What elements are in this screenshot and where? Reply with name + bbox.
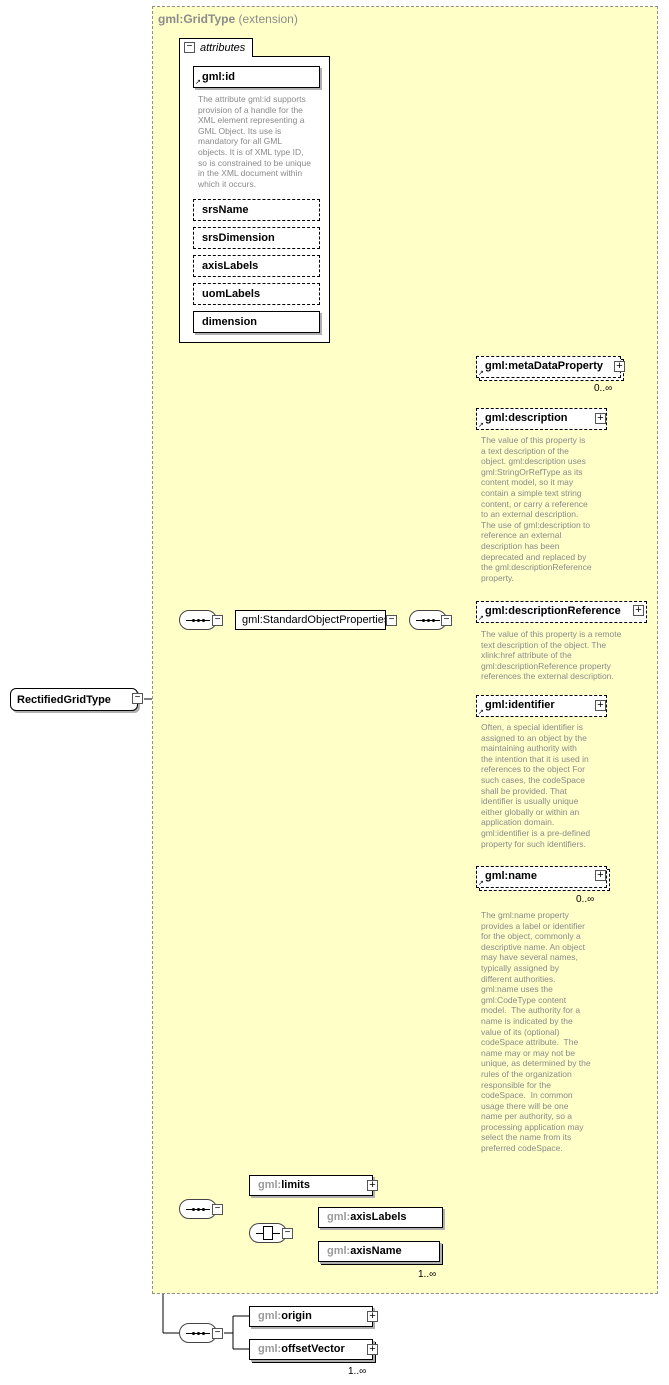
element-prefix: gml: xyxy=(327,1245,351,1257)
element-prefix: gml: xyxy=(258,1310,282,1322)
attribute-gml-id[interactable]: gml:id xyxy=(193,66,320,88)
element-descriptionreference[interactable]: gml:descriptionReference xyxy=(476,601,647,623)
cardinality-label: 0..∞ xyxy=(594,383,613,394)
element-limits[interactable]: gml:limits xyxy=(249,1175,373,1196)
sequence-dot xyxy=(202,619,205,622)
element-documentation: The value of this property is a remote t… xyxy=(481,629,622,682)
reference-arrow-icon: ↗ xyxy=(478,709,484,716)
element-name: gml:description xyxy=(485,412,568,424)
attributes-tab-label: attributes xyxy=(200,42,246,54)
attribute-srsname[interactable]: srsName xyxy=(193,199,320,221)
expand-plus-icon[interactable]: + xyxy=(633,605,644,616)
attribute-uomlabels[interactable]: uomLabels xyxy=(193,283,320,305)
sequence-compositor-icon[interactable] xyxy=(179,610,217,630)
attribute-dimension[interactable]: dimension xyxy=(193,311,320,333)
attribute-name: axisLabels xyxy=(202,260,259,272)
sequence-dot xyxy=(192,619,195,622)
expand-plus-icon[interactable]: + xyxy=(595,413,606,424)
extension-title: gml:GridType (extension) xyxy=(158,12,298,26)
cardinality-label: 1..∞ xyxy=(348,1366,367,1377)
collapse-sequence-toggle[interactable]: − xyxy=(212,615,223,626)
sequence-dot xyxy=(192,1332,195,1335)
collapse-attributes-toggle[interactable]: − xyxy=(184,42,195,53)
expand-plus-icon[interactable]: + xyxy=(595,700,606,711)
reference-arrow-icon: ↗ xyxy=(478,880,484,887)
element-offsetvector[interactable]: gml:offsetVector xyxy=(249,1339,373,1360)
attribute-srsdimension[interactable]: srsDimension xyxy=(193,227,320,249)
root-type-box[interactable]: RectifiedGridType xyxy=(10,688,138,711)
element-documentation: The gml:name property provides a label o… xyxy=(481,910,591,1154)
element-local-name: origin xyxy=(281,1310,312,1322)
reference-arrow-icon: ↗ xyxy=(478,615,484,622)
element-name: gml:name xyxy=(485,870,537,882)
sequence-dot xyxy=(192,1208,195,1211)
expand-plus-icon[interactable]: + xyxy=(367,1311,378,1322)
attribute-name: uomLabels xyxy=(202,288,261,300)
sequence-dot xyxy=(197,1208,200,1211)
sequence-dot xyxy=(197,619,200,622)
element-documentation: Often, a special identifier is assigned … xyxy=(481,722,591,849)
element-identifier[interactable]: gml:identifier xyxy=(476,695,607,717)
element-local-name: axisLabels xyxy=(350,1211,407,1223)
sequence-dot xyxy=(427,619,430,622)
element-name: gml:metaDataProperty xyxy=(485,360,603,372)
sequence-dot xyxy=(432,619,435,622)
reference-arrow-icon: ↗ xyxy=(478,422,484,429)
attribute-name: srsDimension xyxy=(202,232,275,244)
choice-switch-icon xyxy=(263,1226,273,1240)
element-origin[interactable]: gml:origin xyxy=(249,1306,373,1327)
element-name: gml:identifier xyxy=(485,699,555,711)
collapse-group-toggle[interactable]: − xyxy=(386,615,397,626)
sequence-dot xyxy=(197,1332,200,1335)
sequence-dot xyxy=(202,1332,205,1335)
collapse-group-sequence-toggle[interactable]: − xyxy=(441,615,452,626)
attribute-documentation: The attribute gml:id supports provision … xyxy=(198,94,311,189)
root-type-name: RectifiedGridType xyxy=(17,694,111,706)
element-local-name: offsetVector xyxy=(281,1343,345,1355)
element-prefix: gml: xyxy=(258,1179,282,1191)
collapse-sequence-toggle[interactable]: − xyxy=(212,1328,223,1339)
group-name: gml:StandardObjectProperties xyxy=(242,614,390,626)
attributes-tab[interactable]: attributes xyxy=(179,38,253,57)
element-local-name: axisName xyxy=(350,1245,402,1257)
sequence-dot xyxy=(422,619,425,622)
element-local-name: limits xyxy=(281,1179,310,1191)
reference-arrow-icon: ↗ xyxy=(195,79,201,86)
collapse-sequence-toggle[interactable]: − xyxy=(212,1204,223,1215)
sequence-compositor-icon[interactable] xyxy=(179,1323,217,1343)
element-axisname[interactable]: gml:axisName xyxy=(318,1241,440,1262)
attribute-axislabels[interactable]: axisLabels xyxy=(193,255,320,277)
sequence-compositor-icon[interactable] xyxy=(179,1199,217,1219)
element-axislabels[interactable]: gml:axisLabels xyxy=(318,1207,443,1228)
group-standard-object-properties[interactable]: gml:StandardObjectProperties xyxy=(235,610,390,630)
cardinality-label: 0..∞ xyxy=(576,894,595,905)
element-metadataproperty[interactable]: gml:metaDataProperty xyxy=(476,356,621,378)
attribute-name: gml:id xyxy=(202,71,235,83)
sequence-dot xyxy=(202,1208,205,1211)
reference-arrow-icon: ↗ xyxy=(478,370,484,377)
expand-plus-icon[interactable]: + xyxy=(367,1180,378,1191)
extension-suffix: (extension) xyxy=(238,12,298,26)
attribute-name: srsName xyxy=(202,204,249,216)
expand-plus-icon[interactable]: + xyxy=(595,870,606,881)
expand-plus-icon[interactable]: + xyxy=(367,1344,378,1355)
cardinality-label: 1..∞ xyxy=(418,1269,437,1280)
collapse-choice-toggle[interactable]: − xyxy=(282,1228,293,1239)
element-documentation: The value of this property is a text des… xyxy=(481,435,592,583)
attribute-name: dimension xyxy=(202,316,258,328)
element-name: gml:descriptionReference xyxy=(485,605,621,617)
element-prefix: gml: xyxy=(258,1343,282,1355)
element-prefix: gml: xyxy=(327,1211,351,1223)
element-description[interactable]: gml:description xyxy=(476,408,607,430)
element-name-property[interactable]: gml:name xyxy=(476,866,607,888)
extension-base-name: gml:GridType xyxy=(158,12,236,26)
expand-plus-icon[interactable]: + xyxy=(614,361,625,372)
collapse-root-toggle[interactable]: − xyxy=(132,693,143,704)
